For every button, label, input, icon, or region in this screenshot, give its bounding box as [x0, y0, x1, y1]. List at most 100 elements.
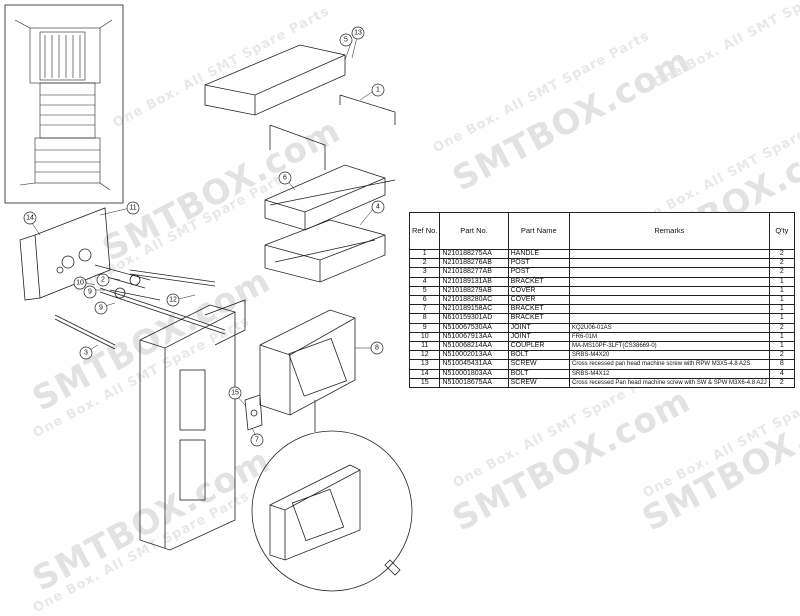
cell-qty: 1	[768, 341, 796, 352]
cell-qty: 8	[768, 359, 796, 370]
cell-qty: 4	[768, 368, 796, 379]
cell-part-name: POST	[507, 267, 570, 278]
cell-part-no: N210188277AB	[439, 267, 509, 278]
posts	[54, 269, 226, 350]
detail-circle	[251, 400, 413, 592]
cell-qty: 2	[768, 377, 796, 389]
cell-ref: 4	[408, 276, 441, 287]
cell-remarks	[568, 304, 770, 315]
cell-remarks	[568, 276, 770, 287]
callout-5: 5	[344, 37, 348, 44]
cell-ref: 12	[408, 350, 441, 361]
cell-part-name: BRACKET	[507, 313, 570, 324]
cell-qty: 2	[768, 248, 796, 260]
header-part-name: Part Name	[507, 212, 570, 250]
cell-part-no: N210189158AC	[439, 304, 509, 315]
callout-4: 4	[376, 204, 380, 211]
cell-part-no: N610159301AD	[439, 313, 509, 324]
cell-qty: 2	[768, 322, 796, 333]
cell-part-name: COVER	[507, 285, 570, 297]
cell-part-name: JOINT	[507, 322, 570, 333]
cell-part-no: N510018675AA	[439, 377, 509, 389]
cell-part-no: N210188279AB	[439, 285, 509, 297]
cell-part-no: N510067530AA	[439, 322, 509, 333]
cell-part-no: N510001803AA	[439, 368, 509, 379]
cell-part-name: BOLT	[507, 350, 570, 361]
cell-part-name: SCREW	[507, 359, 570, 370]
callout-9: 9	[88, 289, 92, 296]
cell-remarks: KQ2U06-01AS	[568, 322, 770, 333]
cell-remarks	[568, 248, 770, 260]
side-frame	[139, 299, 246, 551]
callout-7: 7	[255, 437, 259, 444]
view-arrow	[384, 559, 401, 576]
cell-part-no: N210188276AB	[439, 258, 509, 269]
cell-part-name: HANDLE	[507, 248, 570, 260]
cell-part-name: BOLT	[507, 368, 570, 379]
overview-inset	[4, 4, 124, 204]
cell-part-no: N210188275AA	[439, 248, 509, 260]
exploded-parts-diagram: 13 5 1 6 4 11 14 2 9 10 9 3 12 8 15 7	[4, 4, 413, 592]
callout-10: 10	[76, 280, 84, 287]
callout-3: 3	[84, 350, 88, 357]
header-qty: Q'ty	[768, 212, 796, 250]
cell-ref: 8	[408, 313, 441, 324]
cell-remarks	[568, 285, 770, 297]
cell-ref: 7	[408, 304, 441, 315]
callout-markers	[23, 26, 385, 447]
cell-remarks	[568, 313, 770, 324]
bracket-8	[259, 309, 356, 416]
header-part-no: Part No.	[439, 212, 509, 250]
cell-part-name: JOINT	[507, 331, 570, 343]
cell-ref: 1	[408, 248, 441, 260]
cell-remarks	[568, 258, 770, 269]
parts-list-table: Ref No. Part No. Part Name Remarks Q'ty …	[408, 212, 796, 389]
cell-qty: 1	[768, 276, 796, 287]
cell-part-name: COUPLER	[507, 341, 570, 352]
callout-12: 12	[169, 297, 177, 304]
callout-6: 6	[283, 175, 287, 182]
cell-part-name: POST	[507, 258, 570, 269]
cell-qty: 1	[768, 285, 796, 297]
cell-ref: 15	[408, 377, 441, 389]
cell-part-name: COVER	[507, 295, 570, 306]
cell-part-no: N210188280AC	[439, 295, 509, 306]
callout-11: 11	[129, 205, 136, 212]
cell-ref: 13	[408, 359, 441, 370]
cell-part-no: N510002013AA	[439, 350, 509, 361]
cell-remarks: Cross recessed Pan head machine screw wi…	[568, 377, 770, 389]
cell-qty: 1	[768, 331, 796, 343]
cell-qty: 2	[768, 267, 796, 278]
cell-qty: 1	[768, 313, 796, 324]
bracket-4	[264, 219, 386, 283]
cell-qty: 2	[768, 258, 796, 269]
cell-part-no: N510045431AA	[439, 359, 509, 370]
callout-15: 15	[231, 390, 239, 397]
cover-6	[264, 164, 396, 231]
cell-ref: 9	[408, 322, 441, 333]
callout-14: 14	[26, 215, 34, 222]
cell-remarks: SRBS-M4X12	[568, 368, 770, 379]
cell-ref: 10	[408, 331, 441, 343]
cell-ref: 3	[408, 267, 441, 278]
cell-ref: 14	[408, 368, 441, 379]
overview-machine	[14, 19, 113, 191]
cell-ref: 5	[408, 285, 441, 297]
header-ref: Ref No.	[408, 212, 441, 250]
cell-part-no: N510068214AA	[439, 341, 509, 352]
bracket-11	[19, 207, 111, 301]
bracket-7	[244, 394, 263, 431]
cell-remarks	[568, 267, 770, 278]
